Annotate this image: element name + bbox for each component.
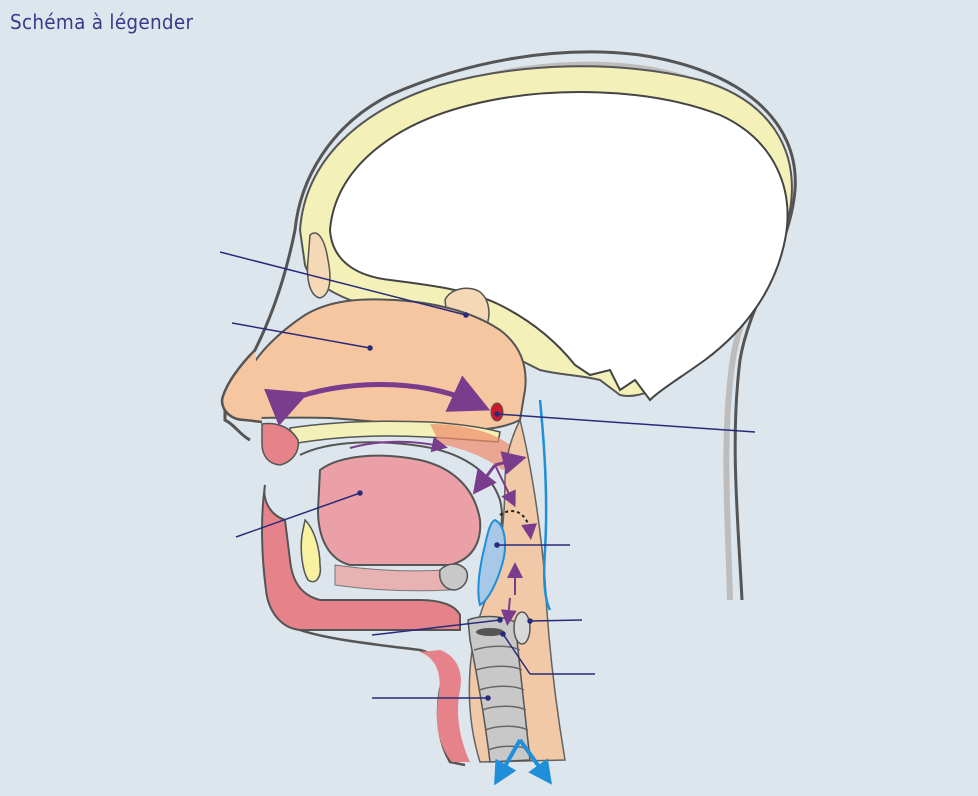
air-flow-arrow-pharynx-1 (480, 465, 495, 485)
vocal-cords (476, 628, 504, 636)
label-line-8 (530, 620, 582, 621)
hyoid-bone (440, 564, 468, 590)
arytenoid (514, 612, 530, 644)
tongue (318, 456, 480, 565)
label-line-6 (497, 414, 755, 432)
nose (222, 350, 262, 422)
floor-muscles (335, 565, 450, 591)
front-neck-pink (420, 650, 470, 762)
mandible (301, 520, 320, 582)
